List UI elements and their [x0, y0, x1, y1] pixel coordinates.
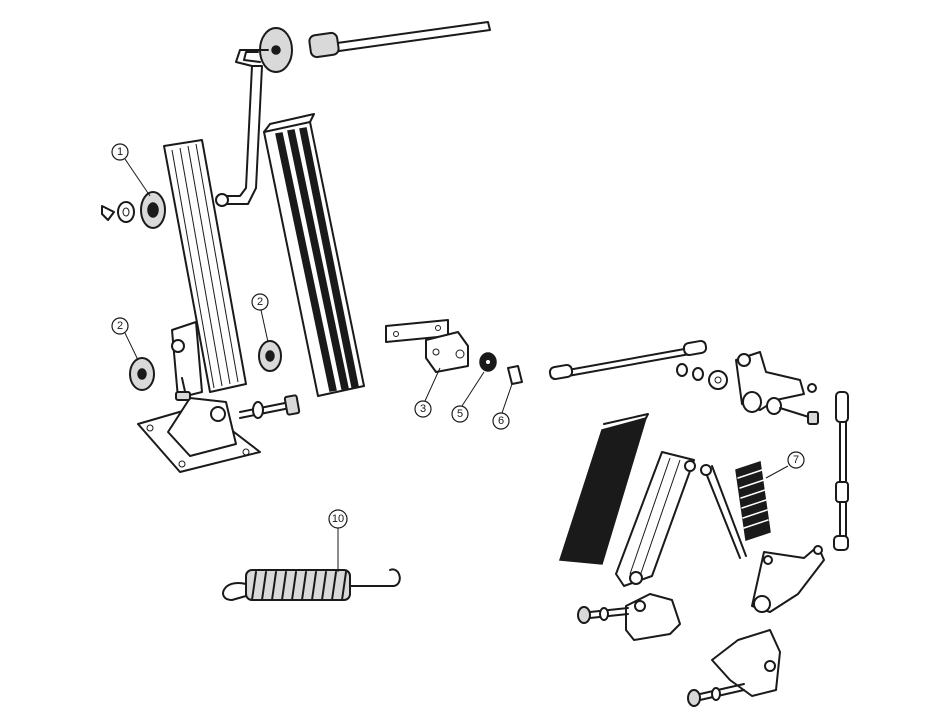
callout-label: 10 — [332, 513, 344, 525]
lock-nut — [479, 352, 497, 372]
throttle-lever — [751, 545, 825, 613]
callout-label: 2 — [117, 320, 123, 332]
pedal-pad — [263, 113, 365, 397]
callout-10: 10 — [328, 509, 348, 529]
connecting-rod — [548, 339, 708, 381]
spacer-bush-left — [129, 357, 155, 391]
pedal-mounting-bracket — [137, 397, 261, 473]
throttle-rod-assembly — [215, 21, 491, 207]
pedal-arm-alternate — [615, 451, 696, 587]
return-spring — [700, 461, 771, 559]
lower-bracket-front — [577, 593, 681, 641]
pedal-pad-alternate — [558, 413, 649, 565]
callout-label: 2 — [257, 296, 263, 308]
callout-label: 6 — [498, 415, 504, 427]
leader-lines — [124, 158, 789, 572]
vertical-link-rod — [833, 391, 849, 551]
lower-bracket-rear — [687, 629, 781, 707]
callout-1: 1 — [111, 143, 129, 161]
stop-bracket — [425, 331, 469, 373]
pivot-bolt — [239, 394, 301, 419]
callout-7: 7 — [787, 451, 805, 469]
callout-6: 6 — [492, 412, 510, 430]
tension-spring — [222, 568, 401, 601]
pivot-bush-set — [101, 191, 166, 229]
callout-5: 5 — [451, 405, 469, 423]
callout-label: 7 — [793, 454, 799, 466]
relay-lever-assembly — [676, 351, 819, 425]
adjuster-stud — [507, 365, 523, 385]
callout-label: 1 — [117, 146, 123, 158]
callout-label: 3 — [420, 403, 426, 415]
callout-2-right: 2 — [251, 293, 269, 311]
callout-label: 5 — [457, 408, 463, 420]
callout-3: 3 — [414, 400, 432, 418]
stop-screw — [175, 377, 191, 401]
pedal-arm — [163, 139, 247, 399]
callout-2-left: 2 — [111, 317, 129, 335]
spacer-bush-right — [258, 340, 282, 372]
